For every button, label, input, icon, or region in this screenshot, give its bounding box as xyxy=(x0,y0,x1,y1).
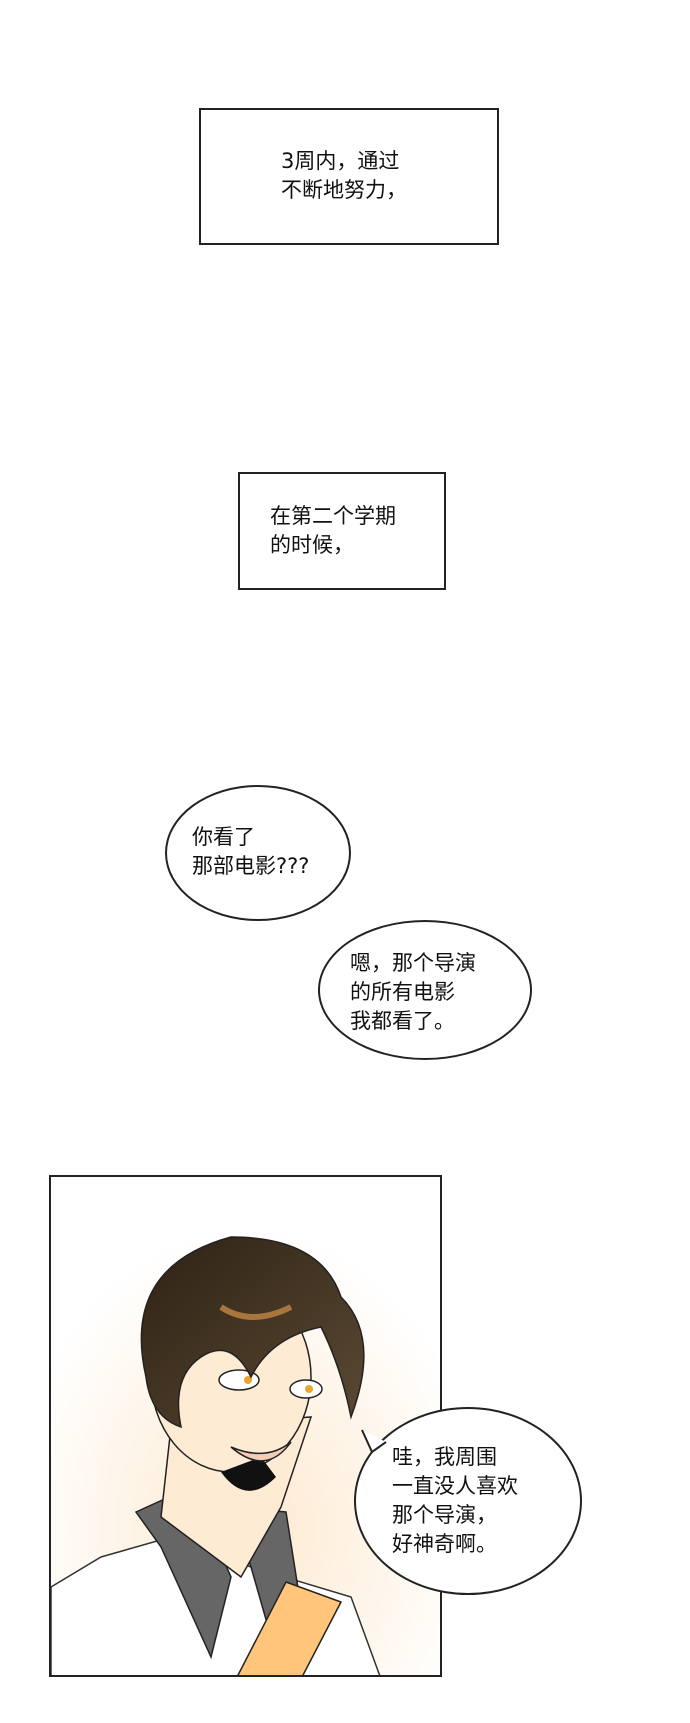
speech-bubble-1: 你看了 那部电影??? xyxy=(165,785,351,921)
speech-bubble-tail xyxy=(361,1429,387,1454)
comic-panel xyxy=(49,1175,442,1677)
caption-box-1: 3周内，通过 不断地努力， xyxy=(199,108,499,245)
speech-bubble-2: 嗯，那个导演 的所有电影 我都看了。 xyxy=(318,920,532,1060)
speech-text-1: 你看了 那部电影??? xyxy=(192,825,310,878)
speech-bubble-3: 哇，我周围 一直没人喜欢 那个导演， 好神奇啊。 xyxy=(354,1407,582,1595)
caption-box-2: 在第二个学期 的时候， xyxy=(238,472,446,590)
caption-text-2: 在第二个学期 的时候， xyxy=(270,504,396,557)
speech-text-2: 嗯，那个导演 的所有电影 我都看了。 xyxy=(350,951,476,1033)
caption-text-1: 3周内，通过 不断地努力， xyxy=(281,149,407,202)
character-illustration xyxy=(51,1177,440,1675)
speech-text-3: 哇，我周围 一直没人喜欢 那个导演， 好神奇啊。 xyxy=(392,1445,518,1556)
